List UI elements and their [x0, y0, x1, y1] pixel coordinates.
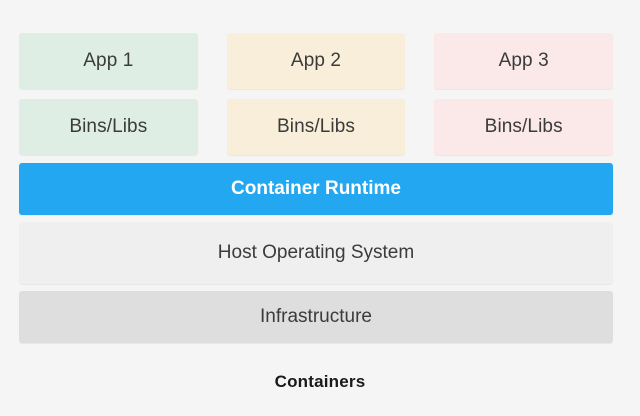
container-runtime-label: Container Runtime: [231, 178, 401, 199]
bins-libs-box-3-label: Bins/Libs: [484, 116, 563, 137]
app-box-2-label: App 2: [290, 50, 342, 71]
app-box-1-label: App 1: [83, 50, 134, 71]
diagram-caption: Containers: [274, 372, 366, 391]
app-box-3: App 3: [434, 33, 614, 89]
container-runtime-bar: Container Runtime: [19, 163, 613, 215]
bins-libs-box-2-label: Bins/Libs: [277, 116, 355, 137]
app-box-3-label: App 3: [498, 50, 549, 71]
host-operating-system-bar: Host Operating System: [19, 222, 613, 284]
bins-libs-box-2: Bins/Libs: [226, 99, 406, 155]
bins-libs-box-1: Bins/Libs: [19, 99, 198, 155]
app-box-2: App 2: [226, 33, 406, 89]
app-layer-row: App 1 App 2 App 3: [19, 33, 614, 89]
infrastructure-bar: Infrastructure: [19, 291, 613, 343]
bins-libs-box-1-label: Bins/Libs: [69, 116, 148, 137]
host-operating-system-label: Host Operating System: [217, 242, 415, 263]
layer-stack: App 1 App 2 App 3 Bins/Libs Bins/Libs Bi…: [19, 33, 614, 343]
bins-libs-layer-row: Bins/Libs Bins/Libs Bins/Libs: [19, 99, 614, 155]
infrastructure-label: Infrastructure: [260, 306, 372, 327]
bins-libs-box-3: Bins/Libs: [434, 99, 614, 155]
app-box-1: App 1: [19, 33, 198, 89]
